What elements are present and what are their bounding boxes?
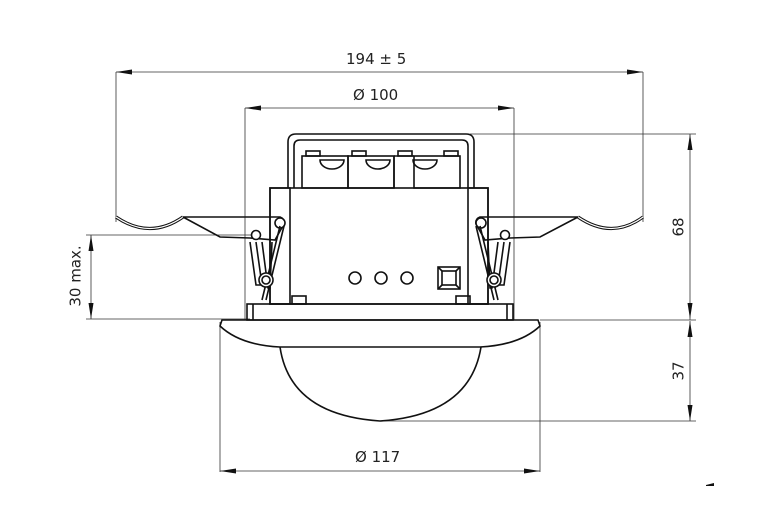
label-dome-height: 37 [669,361,688,381]
cover-ring [219,319,541,348]
label-cover-diameter: Ø 117 [355,448,401,466]
sensor-dome [279,346,482,422]
dimension-dome-height [380,319,696,422]
base-flange [246,303,514,321]
spring-clip-right [475,215,644,301]
dimension-cover-diameter [219,322,541,474]
label-cutout-diameter: Ø 100 [353,86,399,104]
terminal-block [287,133,475,189]
dimension-cutout-diameter [244,105,515,320]
spring-clip-left [115,215,286,301]
label-overall-width: 194 ± 5 [346,50,407,68]
main-housing [269,187,489,305]
indicator-hole [348,271,362,285]
dimension-body-height [470,133,696,320]
label-body-height: 68 [669,217,688,237]
setup-button [437,266,461,290]
dimension-ceiling-thickness [86,234,255,320]
stray-mark [706,483,714,486]
indicator-hole [400,271,414,285]
dimension-overall-width [115,69,644,222]
label-ceiling-thickness: 30 max. [66,245,85,307]
indicator-hole [374,271,388,285]
